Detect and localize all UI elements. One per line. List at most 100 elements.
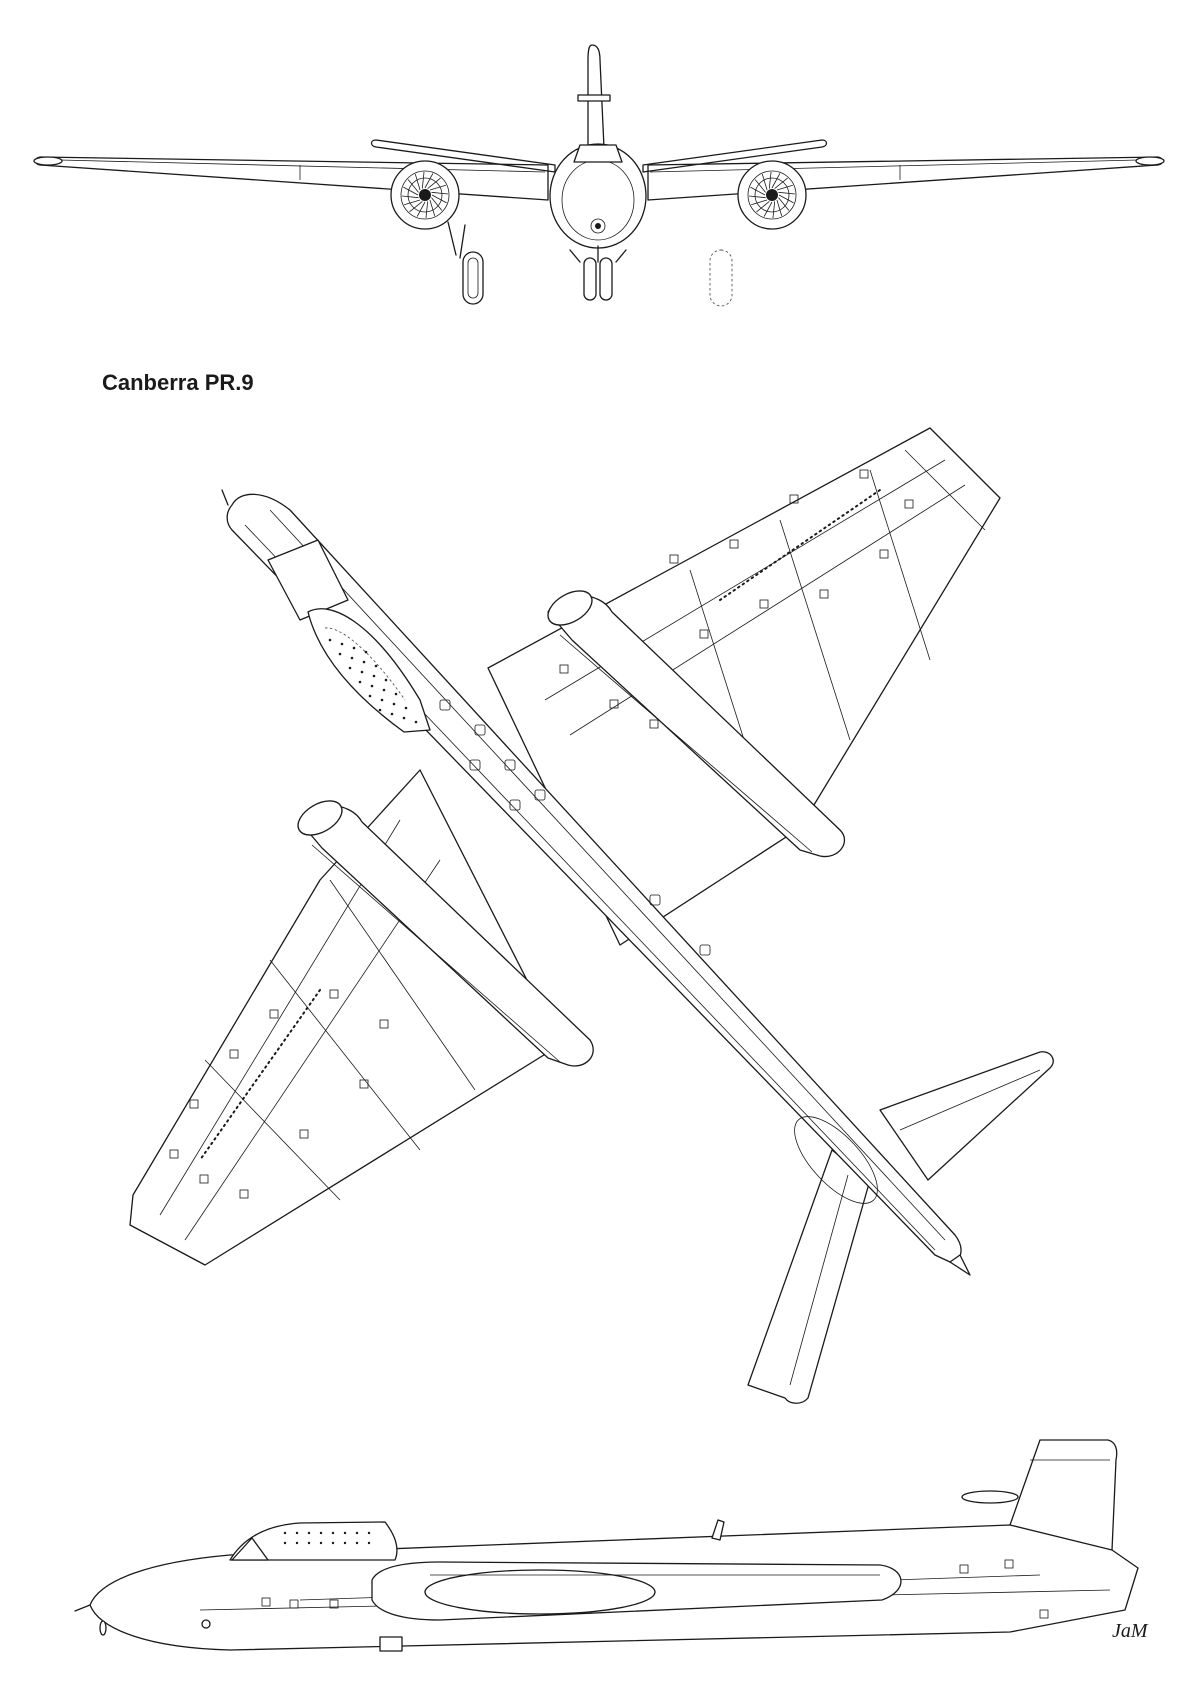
wing-access-panel — [819, 589, 829, 599]
front-fuselage — [549, 143, 647, 249]
side-hatch — [329, 1599, 339, 1609]
fan-blade — [778, 194, 794, 204]
wing-access-panel — [669, 554, 679, 564]
canopy-detonating-cord-mark — [355, 1531, 359, 1535]
fuselage-hatch — [509, 799, 521, 811]
side-hatch — [1004, 1559, 1014, 1569]
fuselage-hatch — [504, 759, 516, 771]
canopy-detonating-cord-mark — [390, 712, 394, 716]
wing-access-panel — [359, 1079, 369, 1089]
front-right-tailplane — [642, 139, 828, 173]
fan-blade — [778, 191, 796, 195]
side-hatch — [289, 1599, 299, 1609]
canopy-detonating-cord-mark — [343, 1541, 347, 1545]
fan-blade — [421, 171, 425, 189]
canopy-detonating-cord-mark — [380, 698, 384, 702]
canopy-detonating-cord-mark — [372, 674, 376, 678]
side-pitot-port — [201, 1619, 211, 1629]
front-fin-fairing — [577, 94, 611, 102]
side-aerial — [711, 1519, 725, 1541]
front-left-engine — [390, 160, 460, 230]
plan-fuselage-hatches — [439, 699, 711, 956]
fan-blade — [772, 201, 776, 219]
side-engine-nacelle — [371, 1561, 902, 1621]
front-nose-light — [595, 223, 601, 229]
fan-blade — [768, 171, 772, 189]
side-hatch — [261, 1597, 271, 1607]
fan-blade — [404, 199, 421, 206]
wing-access-panel — [904, 499, 914, 509]
canopy-detonating-cord-mark — [358, 680, 362, 684]
canopy-detonating-cord-mark — [319, 1541, 323, 1545]
side-nose-light — [99, 1620, 107, 1636]
canopy-detonating-cord-mark — [283, 1541, 287, 1545]
fan-blade — [754, 179, 766, 193]
fan-blade — [751, 199, 768, 206]
canopy-detonating-cord-mark — [360, 670, 364, 674]
side-fin — [1009, 1439, 1118, 1556]
wing-access-panel — [169, 1149, 179, 1159]
front-left-main-gear — [447, 221, 484, 305]
canopy-detonating-cord-mark — [295, 1541, 299, 1545]
fan-blade — [776, 199, 783, 216]
fuselage-hatch — [699, 944, 711, 956]
plan-view — [129, 427, 1054, 1404]
side-tailplane — [961, 1490, 1019, 1504]
canopy-detonating-cord-mark — [374, 664, 378, 668]
plan-fin-root-outline — [794, 1116, 878, 1204]
canopy-detonating-cord-mark — [370, 684, 374, 688]
canopy-detonating-cord-mark — [340, 642, 344, 646]
plan-tail-cone — [949, 1254, 971, 1276]
fan-blade — [431, 197, 443, 211]
drawing-title: Canberra PR.9 — [102, 370, 254, 395]
canopy-detonating-cord-mark — [343, 1531, 347, 1535]
fan-blade — [429, 184, 446, 191]
wing-access-panel — [729, 539, 739, 549]
canopy-detonating-cord-mark — [331, 1541, 335, 1545]
wing-access-panel — [649, 719, 659, 729]
side-canopy — [229, 1521, 398, 1561]
wing-access-panel — [299, 1129, 309, 1139]
fan-blade — [431, 191, 449, 195]
canopy-detonating-cord-mark — [404, 706, 408, 710]
front-left-wing — [34, 156, 549, 201]
canopy-detonating-cord-mark — [367, 1541, 371, 1545]
canopy-detonating-cord-mark — [392, 702, 396, 706]
canopy-detonating-cord-mark — [394, 692, 398, 696]
canopy-detonating-cord-mark — [382, 688, 386, 692]
fan-blade — [429, 199, 436, 216]
side-panel-hatches — [261, 1559, 1049, 1619]
side-nose-probe — [74, 1604, 91, 1612]
fan-blade — [425, 201, 429, 219]
canopy-detonating-cord-mark — [319, 1531, 323, 1535]
canopy-detonating-cord-mark — [362, 660, 366, 664]
wing-access-panel — [269, 1009, 279, 1019]
canopy-detonating-cord-mark — [307, 1541, 311, 1545]
side-wing-root — [424, 1569, 656, 1615]
fan-blade — [763, 201, 773, 217]
canopy-detonating-cord-mark — [283, 1531, 287, 1535]
front-left-wingtip — [33, 156, 63, 166]
wing-access-panel — [189, 1099, 199, 1109]
canopy-detonating-cord-mark — [328, 638, 332, 642]
front-view — [33, 44, 1165, 307]
canopy-detonating-cord-mark — [348, 666, 352, 670]
fan-blade — [424, 173, 434, 189]
fan-blade — [778, 197, 790, 211]
side-hatch — [959, 1564, 969, 1574]
fan-blade — [756, 201, 770, 213]
side-windscreen — [231, 1537, 269, 1561]
wing-access-panel — [239, 1189, 249, 1199]
fan-blade — [401, 195, 419, 199]
fan-blade — [771, 173, 781, 189]
artist-signature: JaM — [1112, 1620, 1149, 1642]
fan-blade — [416, 201, 426, 217]
canopy-detonating-cord-mark — [350, 656, 354, 660]
plan-upper-tailplane — [879, 1051, 1054, 1181]
front-right-engine — [737, 160, 807, 230]
canopy-detonating-cord-mark — [402, 716, 406, 720]
fuselage-hatch — [439, 699, 451, 711]
fan-blade — [761, 174, 768, 191]
